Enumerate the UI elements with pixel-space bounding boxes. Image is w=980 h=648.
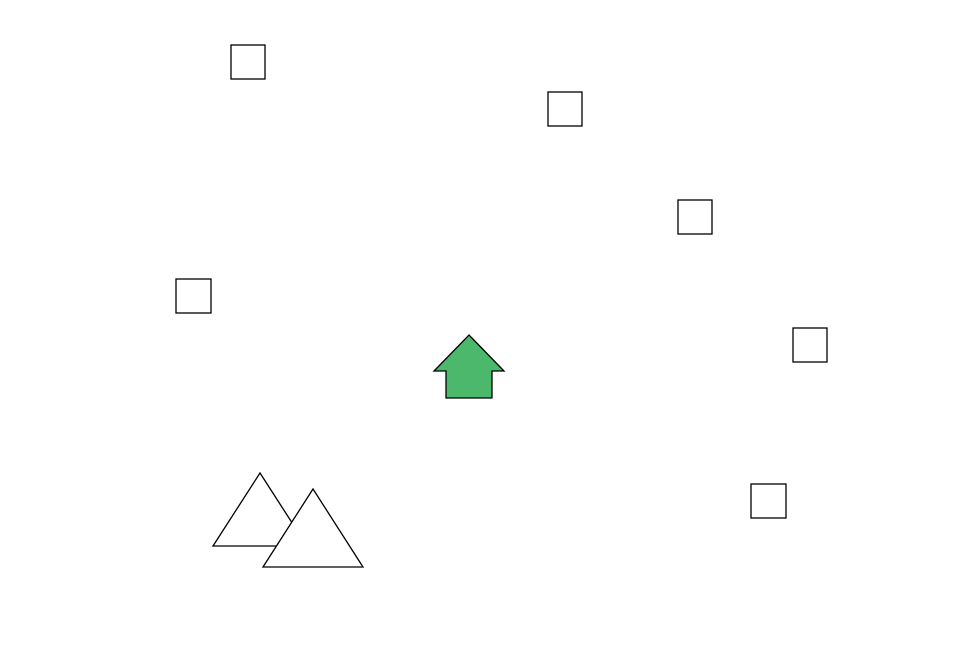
triangle-hazard-1 — [211, 471, 309, 547]
square-obstacle-3 — [677, 199, 713, 235]
triangle-hazard-2 — [261, 487, 365, 568]
square-obstacle-4 — [175, 278, 212, 314]
player-up-arrow[interactable] — [432, 334, 506, 399]
square-obstacle-2 — [547, 91, 583, 127]
square-obstacle-1 — [230, 44, 266, 80]
square-obstacle-6 — [750, 483, 787, 519]
square-obstacle-5 — [792, 327, 828, 363]
